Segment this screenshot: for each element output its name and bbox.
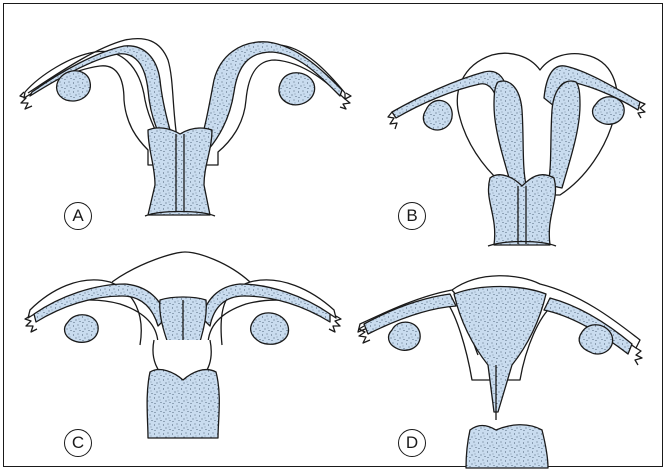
- panel-d-left-ovary: [389, 322, 421, 350]
- panel-label-a: A: [64, 202, 92, 230]
- panel-label-b: B: [398, 202, 426, 230]
- panel-a-left-ovary: [57, 71, 91, 101]
- panel-a-drawing: [20, 39, 351, 216]
- panel-b-left-ovary: [423, 100, 452, 130]
- panel-label-c: C: [64, 429, 92, 457]
- panel-d-cervix: [466, 425, 548, 468]
- panel-c-left-ovary: [65, 315, 99, 343]
- panel-label-d: D: [398, 429, 426, 457]
- panel-a-cervix: [148, 128, 212, 215]
- panel-b-drawing: [388, 53, 645, 246]
- panel-c-cervix: [147, 370, 219, 438]
- panel-c-right-ovary: [251, 313, 289, 344]
- panel-c-drawing: [25, 252, 341, 438]
- panel-b-cervix: [488, 175, 555, 245]
- panel-a-right-ovary: [279, 73, 315, 105]
- panel-d-right-ovary: [579, 325, 612, 354]
